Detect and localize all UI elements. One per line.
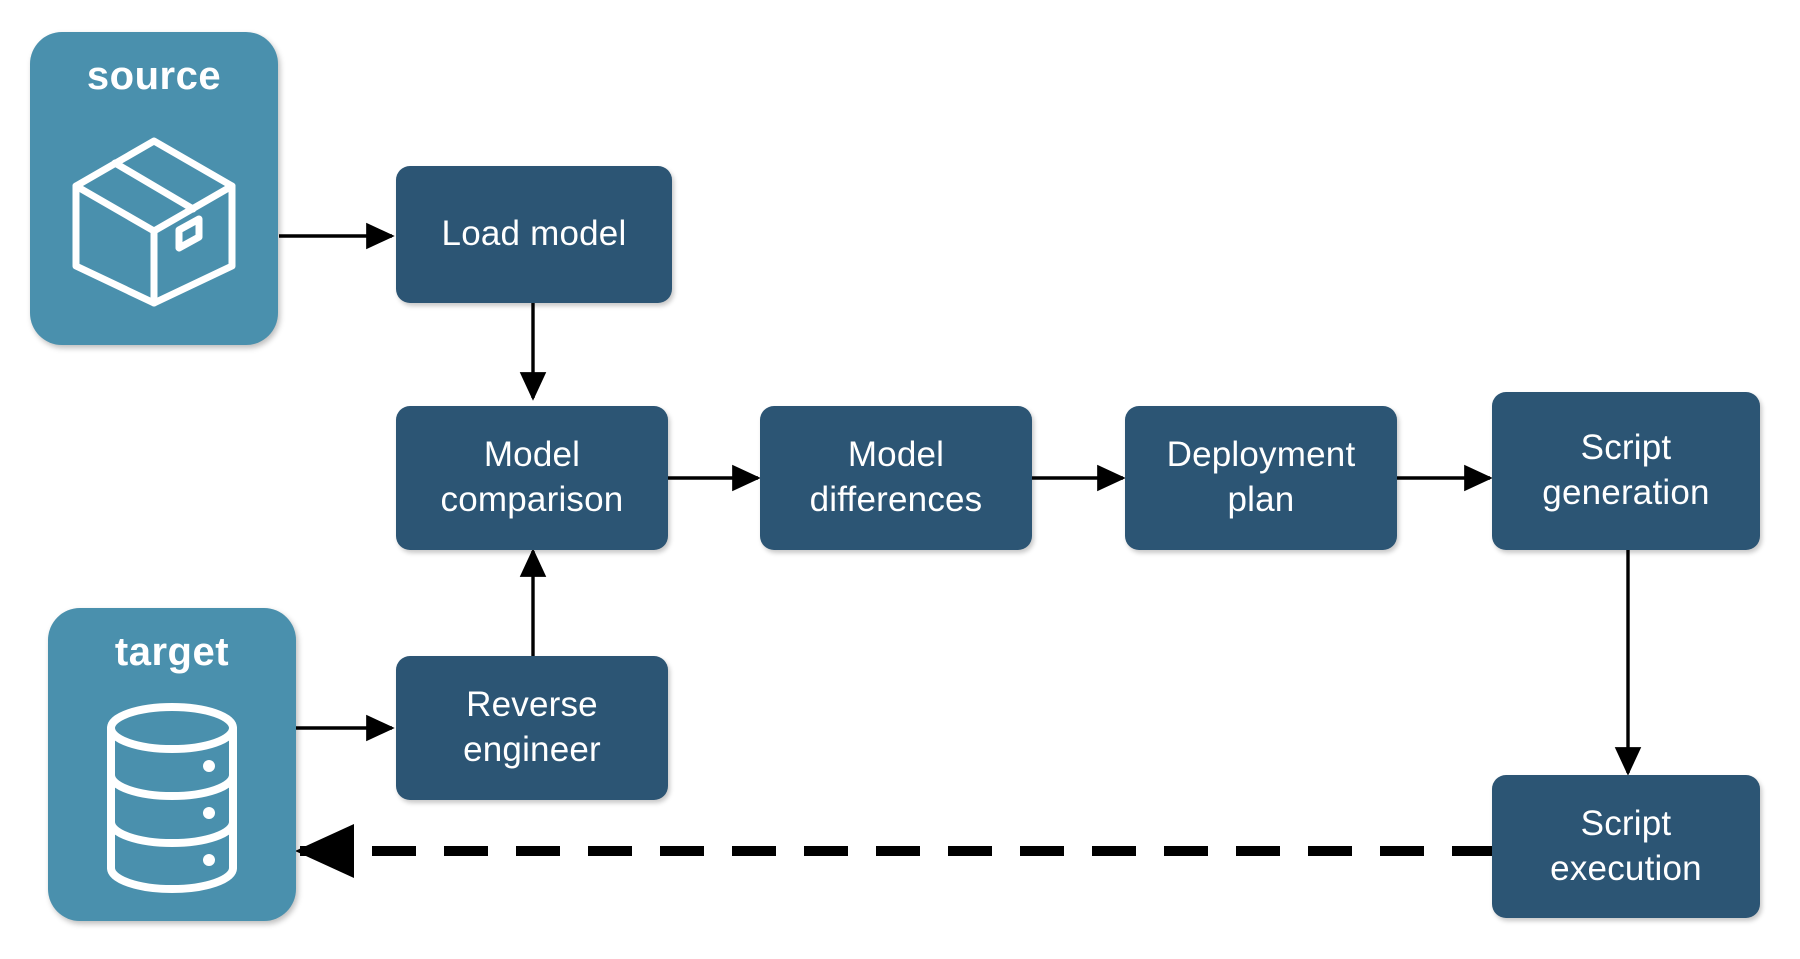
process-model-differences-line2: differences: [809, 480, 983, 519]
process-reverse-engineer-line2: engineer: [463, 730, 601, 769]
process-model-comparison-line2: comparison: [440, 480, 624, 519]
package-box-icon: [30, 99, 278, 345]
endpoint-source[interactable]: source: [30, 32, 278, 345]
process-load-model[interactable]: Load model: [396, 166, 672, 303]
process-reverse-engineer[interactable]: Reverse engineer: [396, 656, 668, 800]
endpoint-target[interactable]: target: [48, 608, 296, 921]
process-script-generation-line1: Script: [1580, 428, 1672, 468]
endpoint-source-label: source: [86, 54, 222, 98]
process-deployment-plan[interactable]: Deployment plan: [1125, 406, 1397, 550]
process-reverse-engineer-line1: Reverse: [466, 685, 598, 725]
process-script-execution-line1: Script: [1580, 803, 1672, 843]
process-deployment-plan-line2: plan: [1227, 480, 1295, 519]
endpoint-target-label: target: [114, 630, 230, 674]
process-script-generation[interactable]: Script generation: [1492, 392, 1760, 550]
process-model-comparison-line1: Model: [483, 435, 581, 475]
process-script-execution-line2: execution: [1550, 848, 1702, 888]
process-model-comparison[interactable]: Model comparison: [396, 406, 668, 550]
process-script-generation-line2: generation: [1542, 473, 1710, 512]
process-load-model-label: Load model: [441, 214, 627, 254]
process-model-differences[interactable]: Model differences: [760, 406, 1032, 550]
process-script-execution[interactable]: Script execution: [1492, 775, 1760, 918]
process-model-differences-line1: Model: [847, 435, 945, 475]
database-cylinder-icon: [48, 675, 296, 921]
process-deployment-plan-line1: Deployment: [1166, 435, 1356, 475]
